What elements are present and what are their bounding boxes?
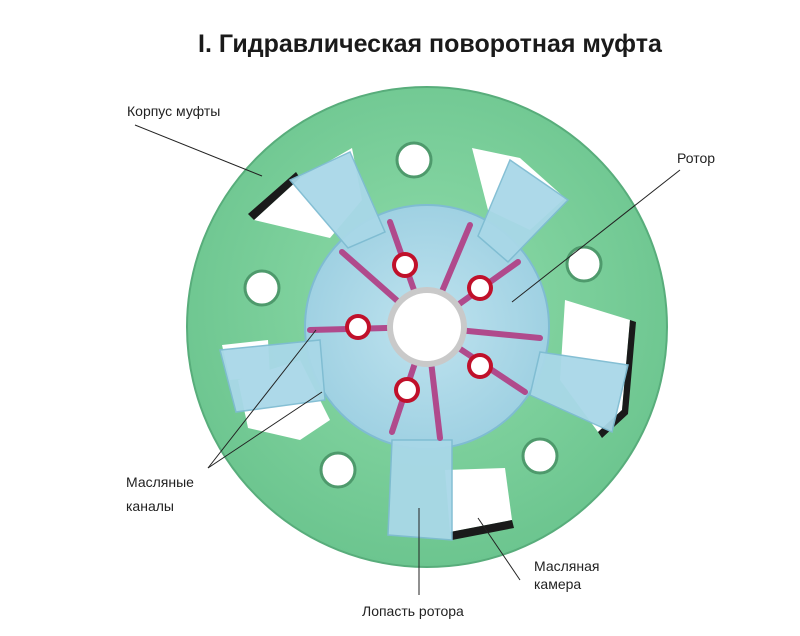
diagram-title: I. Гидравлическая поворотная муфта xyxy=(198,30,662,58)
leader-oil-chamber xyxy=(477,517,521,581)
oil-chamber-shadow xyxy=(598,320,636,438)
rotor-vane xyxy=(477,158,570,264)
oil-chamber xyxy=(445,468,512,532)
rotor-vane xyxy=(219,339,326,413)
label-oil-chamber-line1: Масляная xyxy=(534,558,600,574)
label-oil-chamber-line2: камера xyxy=(534,576,582,592)
leader-oil-channels-2 xyxy=(207,391,323,469)
leader-rotor xyxy=(511,169,681,303)
label-housing: Корпус муфты xyxy=(127,103,221,119)
label-rotor: Ротор xyxy=(677,150,716,166)
rotor-vane xyxy=(387,439,453,541)
label-oil-channels-line2: каналы xyxy=(126,498,174,514)
oil-chamber-shadow xyxy=(248,172,300,220)
leader-housing xyxy=(134,124,263,177)
housing-bolt-holes xyxy=(243,141,603,489)
rotor-vanes xyxy=(219,150,629,541)
label-oil-channels-line1: Масляные xyxy=(126,474,194,490)
central-bore-inner xyxy=(393,293,461,361)
oil-chamber-shadow xyxy=(450,520,514,540)
rotor-vane xyxy=(529,351,629,434)
rotor-holes xyxy=(345,252,493,403)
label-rotor-vane: Лопасть ротора xyxy=(362,603,464,619)
rotor-vane xyxy=(288,150,386,249)
leader-lines xyxy=(134,124,681,595)
leader-oil-channels-1 xyxy=(207,329,317,469)
